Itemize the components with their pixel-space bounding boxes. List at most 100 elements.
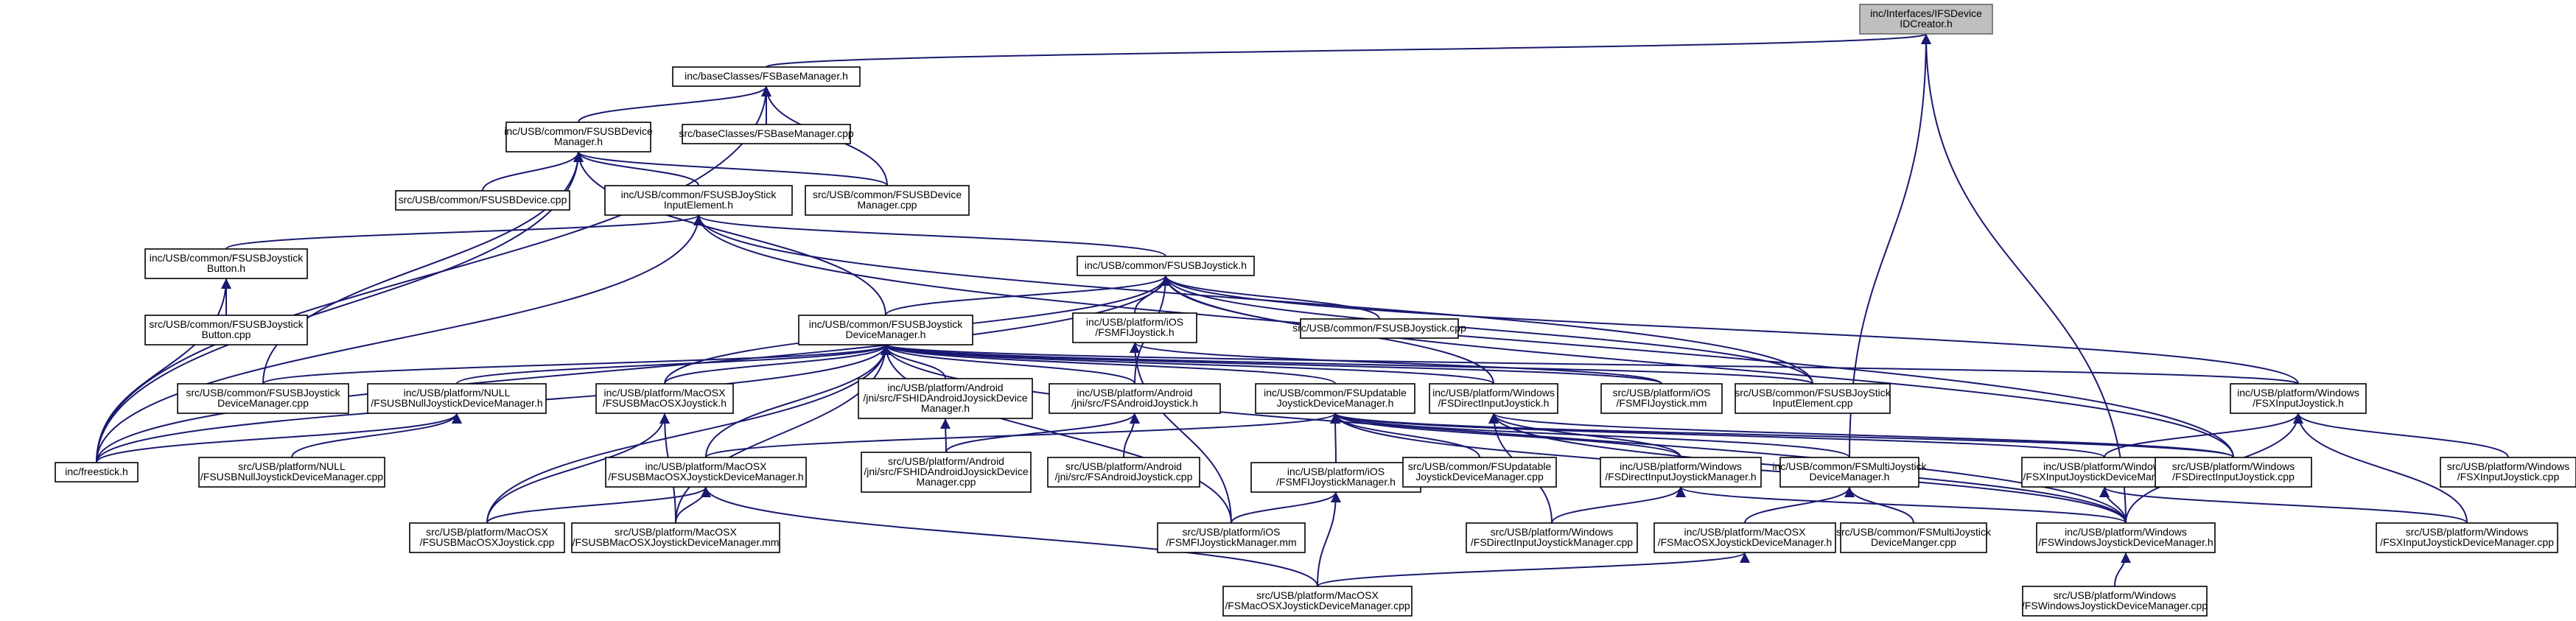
node-label: /FSMFIJoystickManager.mm bbox=[1166, 536, 1296, 548]
node-src-usb-platform-macosx-fsusbmacosxjoystickdevicemanager-mm[interactable]: src/USB/platform/MacOSX/FSUSBMacOSXJoyst… bbox=[571, 522, 780, 553]
edge-n7-n5 bbox=[225, 214, 704, 250]
node-label: /FSUSBNullJoystickDeviceManager.cpp bbox=[200, 471, 383, 483]
node-inc-usb-platform-windows-fsdirectinputjoystick-h[interactable]: inc/USB/platform/Windows/FSDirectInputJo… bbox=[1429, 383, 1558, 414]
node-src-baseclasses-fsbasemanager-cpp[interactable]: src/baseClasses/FSBaseManager.cpp bbox=[679, 124, 854, 144]
node-inc-usb-common-fsusbjoystickinputelement-h[interactable]: inc/USB/common/FSUSBJoyStickInputElement… bbox=[604, 185, 793, 216]
node-label: inc/USB/platform/MacOSX bbox=[1684, 526, 1807, 538]
node-label: inc/USB/platform/NULL bbox=[404, 387, 511, 399]
node-inc-usb-platform-android-jni-src-fshidandroidjoysickdevicemanager-h[interactable]: inc/USB/platform/Android/jni/src/FSHIDAn… bbox=[858, 378, 1033, 419]
node-src-usb-common-fsmultijoystickdevicemanger-cpp[interactable]: src/USB/common/FSMultiJoystickDeviceMang… bbox=[1836, 522, 1992, 553]
node-src-usb-platform-windows-fswindowsjoystickdevicemanager-cpp[interactable]: src/USB/platform/Windows/FSWindowsJoysti… bbox=[2022, 586, 2208, 617]
edge-n36-n12 bbox=[675, 344, 891, 524]
node-inc-usb-platform-macosx-fsmacosxjoystickdevicemanager-h[interactable]: inc/USB/platform/MacOSX/FSMacOSXJoystick… bbox=[1653, 522, 1836, 553]
node-label: /jni/src/FSHIDAndroidJoysickDevice bbox=[863, 392, 1027, 404]
node-inc-usb-platform-macosx-fsusbmacosxjoystick-h[interactable]: inc/USB/platform/MacOSX/FSUSBMacOSXJoyst… bbox=[595, 383, 734, 414]
edge-n23-n7 bbox=[96, 278, 231, 463]
node-src-usb-common-fsupdatablejoystickdevicemanager-cpp[interactable]: src/USB/common/FSUpdatableJoystickDevice… bbox=[1402, 457, 1557, 488]
node-inc-usb-platform-windows-fsxinputjoystick-h[interactable]: inc/USB/platform/Windows/FSXInputJoystic… bbox=[2230, 383, 2367, 414]
node-box bbox=[604, 185, 793, 216]
node-label: /jni/src/FSAndroidJoystick.cpp bbox=[1055, 471, 1193, 483]
edge-n23-n9 bbox=[96, 275, 1171, 463]
node-inc-usb-platform-ios-fsmfijoystickmanager-h[interactable]: inc/USB/platform/iOS/FSMFIJoystickManage… bbox=[1250, 462, 1421, 493]
edge-n35-n25 bbox=[486, 486, 711, 524]
node-src-usb-platform-android-jni-src-fsandroidjoystick-cpp[interactable]: src/USB/platform/Android/jni/src/FSAndro… bbox=[1047, 457, 1200, 488]
node-box bbox=[2022, 586, 2208, 617]
node-box bbox=[798, 315, 973, 345]
node-src-usb-common-fsusbjoystickdevicemanager-cpp[interactable]: src/USB/common/FSUSBJoystickDeviceManage… bbox=[177, 383, 349, 414]
edges-layer bbox=[96, 33, 2509, 587]
edge-n38-n30 bbox=[1551, 486, 1686, 524]
node-src-usb-common-fsusbdevice-cpp[interactable]: src/USB/common/FSUSBDevice.cpp bbox=[395, 190, 570, 211]
node-label: JoystickDeviceManager.h bbox=[1277, 397, 1394, 409]
node-src-usb-platform-ios-fsmfijoystick-mm[interactable]: src/USB/platform/iOS/FSMFIJoystick.mm bbox=[1600, 383, 1723, 414]
node-inc-usb-common-fsmultijoystickdevicemanager-h[interactable]: inc/USB/common/FSMultiJoystickDeviceMana… bbox=[1772, 457, 1928, 488]
node-src-usb-platform-windows-fsxinputjoystickdevicemanager-cpp[interactable]: src/USB/platform/Windows/FSXInputJoystic… bbox=[2376, 522, 2558, 553]
node-inc-usb-platform-windows-fsdirectinputjoystickmanager-h[interactable]: inc/USB/platform/Windows/FSDirectInputJo… bbox=[1600, 457, 1762, 488]
edge-n34-n22 bbox=[2293, 413, 2509, 458]
node-label: src/USB/platform/MacOSX bbox=[615, 526, 737, 538]
node-label: inc/baseClasses/FSBaseManager.h bbox=[685, 70, 848, 82]
node-inc-freestick-h[interactable]: inc/freestick.h bbox=[55, 462, 139, 483]
node-inc-usb-platform-macosx-fsusbmacosxjoystickdevicemanager-h[interactable]: inc/USB/platform/MacOSX/FSUSBMacOSXJoyst… bbox=[605, 457, 807, 488]
node-inc-usb-common-fsusbjoystick-h[interactable]: inc/USB/common/FSUSBJoystick.h bbox=[1077, 256, 1255, 276]
node-inc-usb-platform-android-jni-src-fsandroidjoystick-h[interactable]: inc/USB/platform/Android/jni/src/FSAndro… bbox=[1049, 383, 1221, 414]
node-label: src/USB/common/FSUSBDevice bbox=[813, 189, 962, 200]
node-label: inc/USB/common/FSUSBJoystick bbox=[809, 318, 963, 330]
node-box bbox=[858, 378, 1033, 419]
node-src-usb-platform-android-jni-src-fshidandroidjoysickdevicemanager-cpp[interactable]: src/USB/platform/Android/jni/src/FSHIDAn… bbox=[861, 452, 1032, 493]
node-label: src/USB/common/FSMultiJoystick bbox=[1836, 526, 1992, 538]
node-label: /FSXInputJoystickDeviceManager.h bbox=[2023, 471, 2186, 483]
node-box bbox=[672, 66, 861, 87]
edge-n14-n12 bbox=[456, 344, 891, 385]
node-src-usb-platform-macosx-fsmacosxjoystickdevicemanager-cpp[interactable]: src/USB/platform/MacOSX/FSMacOSXJoystick… bbox=[1222, 586, 1413, 617]
node-inc-usb-platform-windows-fswindowsjoystickdevicemanager-h[interactable]: inc/USB/platform/Windows/FSWindowsJoysti… bbox=[2036, 522, 2216, 553]
node-src-usb-platform-null-fsusbnulljoystickdevicemanager-cpp[interactable]: src/USB/platform/NULL/FSUSBNullJoystickD… bbox=[198, 457, 385, 488]
edge-n5-n2 bbox=[573, 151, 699, 186]
node-label: inc/USB/platform/MacOSX bbox=[645, 460, 768, 472]
edge-n44-n41 bbox=[2114, 552, 2131, 587]
node-box bbox=[1653, 522, 1836, 553]
node-label: /jni/src/FSHIDAndroidJoysickDevice bbox=[864, 466, 1028, 477]
node-label: src/USB/platform/Android bbox=[888, 455, 1004, 467]
edge-n20-n10 bbox=[1130, 342, 1662, 385]
edge-n32-n22 bbox=[2104, 413, 2303, 458]
node-src-usb-platform-ios-fsmfijoystickmanager-mm[interactable]: src/USB/platform/iOS/FSMFIJoystickManage… bbox=[1157, 522, 1306, 553]
node-src-usb-platform-windows-fsdirectinputjoystickmanager-cpp[interactable]: src/USB/platform/Windows/FSDirectInputJo… bbox=[1466, 522, 1638, 553]
node-label: inc/USB/platform/Windows bbox=[1620, 460, 1742, 472]
edge-n41-n0 bbox=[1921, 33, 2127, 524]
node-box bbox=[1600, 457, 1762, 488]
node-label: /FSDirectInputJoystick.h bbox=[1438, 397, 1550, 409]
node-inc-usb-platform-ios-fsmfijoystick-h[interactable]: inc/USB/platform/iOS/FSMFIJoystick.h bbox=[1072, 312, 1197, 343]
node-label: DeviceManager.cpp bbox=[217, 397, 309, 409]
node-box bbox=[1077, 256, 1255, 276]
edge-n18-n12 bbox=[881, 344, 1336, 385]
edge-n43-n28 bbox=[1317, 491, 1341, 587]
node-box bbox=[1250, 462, 1421, 493]
edge-n4-n2 bbox=[482, 151, 584, 192]
node-inc-usb-common-fsusbjoystickdevicemanager-h[interactable]: inc/USB/common/FSUSBJoystickDeviceManage… bbox=[798, 315, 973, 345]
edge-n43-n39 bbox=[1317, 552, 1750, 587]
node-src-usb-common-fsusbjoystickinputelement-cpp[interactable]: src/USB/common/FSUSBJoyStickInputElement… bbox=[1735, 383, 1891, 414]
node-box bbox=[1466, 522, 1638, 553]
node-label: inc/USB/common/FSUSBJoystick.h bbox=[1085, 259, 1247, 271]
node-inc-baseclasses-fsbasemanager-h[interactable]: inc/baseClasses/FSBaseManager.h bbox=[672, 66, 861, 87]
edge-n28-n18 bbox=[1330, 413, 1341, 463]
node-label: src/USB/common/FSUSBJoystick.cpp bbox=[1292, 322, 1466, 334]
node-box bbox=[605, 457, 807, 488]
node-label: inc/USB/platform/Android bbox=[887, 382, 1003, 393]
edge-n1-n0 bbox=[766, 33, 1931, 68]
node-label: IDCreator.h bbox=[1900, 18, 1953, 29]
node-inc-usb-common-fsupdatablejoystickdevicemanager-h[interactable]: inc/USB/common/FSUpdatableJoystickDevice… bbox=[1255, 383, 1415, 414]
node-src-usb-platform-windows-fsxinputjoystick-cpp[interactable]: src/USB/platform/Windows/FSXInputJoystic… bbox=[2440, 457, 2576, 488]
edge-n21-n9 bbox=[1161, 275, 1813, 385]
node-label: src/USB/common/FSUpdatable bbox=[1408, 460, 1552, 472]
node-src-usb-platform-macosx-fsusbmacosxjoystick-cpp[interactable]: src/USB/platform/MacOSX/FSUSBMacOSXJoyst… bbox=[409, 522, 565, 553]
node-src-usb-platform-windows-fsdirectinputjoystick-cpp[interactable]: src/USB/platform/Windows/FSDirectInputJo… bbox=[2155, 457, 2312, 488]
node-src-usb-common-fsusbjoystick-cpp[interactable]: src/USB/common/FSUSBJoystick.cpp bbox=[1292, 318, 1466, 339]
node-inc-usb-platform-null-fsusbnulljoystickdevicemanager-h[interactable]: inc/USB/platform/NULL/FSUSBNullJoystickD… bbox=[367, 383, 547, 414]
